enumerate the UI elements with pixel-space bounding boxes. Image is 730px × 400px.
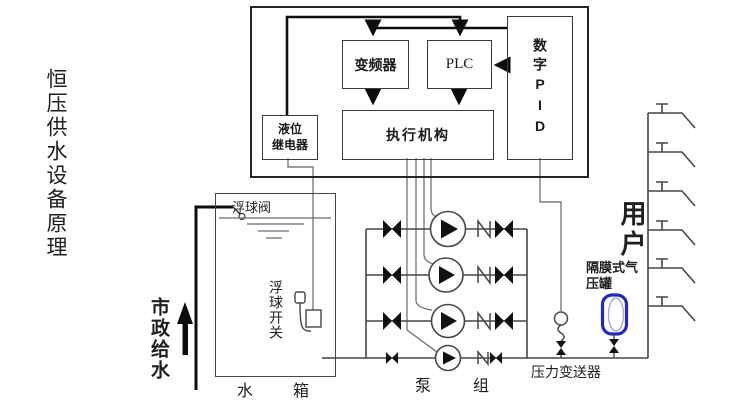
pressure-transmitter-label: 压力变送器 xyxy=(531,364,601,380)
tank-label: 水箱 xyxy=(237,383,350,400)
gate-valve-icon xyxy=(383,266,392,284)
pump-group xyxy=(428,210,467,372)
tap-icon xyxy=(648,142,696,168)
check-valves xyxy=(477,218,491,367)
tap-icon xyxy=(648,220,696,246)
water-tank xyxy=(215,193,336,377)
actuator-box: 执行机构 xyxy=(342,110,494,160)
pressure-transmitter-icon xyxy=(553,311,569,358)
level-relay-box: 液位 继电器 xyxy=(262,115,318,160)
gate-valve-icon xyxy=(383,312,392,330)
plc-box: PLC xyxy=(427,40,492,89)
check-valve-icon xyxy=(477,264,491,286)
control-wires xyxy=(287,158,562,353)
diaphragm-tank-label: 隔膜式气压罐 xyxy=(586,260,639,292)
float-switch-icon xyxy=(294,291,322,332)
pump-icon xyxy=(430,303,466,339)
gate-valve-icon xyxy=(504,312,513,330)
plc-label: PLC xyxy=(445,56,474,72)
signal-lines xyxy=(285,15,511,115)
actuator-pump3-wire xyxy=(415,158,433,311)
tap-icon xyxy=(648,181,696,207)
control-panel-box xyxy=(250,6,589,178)
flow-arrow-icon xyxy=(177,302,193,355)
vfd-label: 变频器 xyxy=(354,56,397,73)
gate-valve-icon xyxy=(386,352,392,364)
pid-box: 数字PID xyxy=(507,16,573,160)
float-valve-icon xyxy=(232,206,241,215)
float-valve-label: 浮球阀 xyxy=(232,200,272,215)
vfd-box: 变频器 xyxy=(342,40,409,89)
pump-icon xyxy=(429,210,467,248)
gate-valve-icon xyxy=(383,220,392,238)
gate-valve-icon xyxy=(392,220,401,238)
gate-valve-icon xyxy=(495,312,504,330)
water-surface-icon xyxy=(219,217,331,239)
users-label: 用户 xyxy=(617,200,646,260)
gate-valve-icon xyxy=(490,352,496,364)
gate-valves xyxy=(383,220,513,364)
pump-icon xyxy=(428,257,464,293)
tap-icon xyxy=(648,258,696,284)
tap-icon xyxy=(648,296,696,322)
diaphragm-tank-icon xyxy=(600,293,629,358)
relay-to-plc-line xyxy=(285,15,469,115)
gate-valve-icon xyxy=(504,266,513,284)
tap-icon xyxy=(648,103,696,129)
actuator-pump2-wire xyxy=(423,158,435,265)
gate-valve-icon xyxy=(392,266,401,284)
check-valve-icon xyxy=(477,218,491,240)
page-title: 恒压供水设备原理 xyxy=(44,68,67,260)
pid-label: 数字PID xyxy=(532,37,548,139)
spring-icon xyxy=(557,324,565,342)
gate-valve-icon xyxy=(392,312,401,330)
pump-group-label: 泵组 xyxy=(415,378,532,395)
gate-valve-icon xyxy=(392,352,398,364)
gate-valve-icon xyxy=(495,266,504,284)
municipal-supply-label: 市政给水 xyxy=(148,297,169,381)
level-relay-label-line2: 继电器 xyxy=(271,137,308,152)
check-valve-icon xyxy=(477,310,491,332)
gate-valve-icon xyxy=(496,352,502,364)
actuator-label: 执行机构 xyxy=(386,127,450,143)
pump-icon xyxy=(434,344,462,372)
float-switch-label: 浮球开关 xyxy=(268,280,284,340)
user-branches xyxy=(648,103,696,322)
gate-valve-icon xyxy=(504,220,513,238)
level-relay-label-line1: 液位 xyxy=(277,121,302,136)
relay-to-float-switch-wire xyxy=(287,158,314,310)
check-valve-icon xyxy=(477,349,489,367)
pid-to-pt-wire xyxy=(539,158,562,311)
gate-valve-icon xyxy=(495,220,504,238)
pid-to-vfd-line xyxy=(364,19,507,37)
actuator-pump4-wire xyxy=(406,158,438,353)
